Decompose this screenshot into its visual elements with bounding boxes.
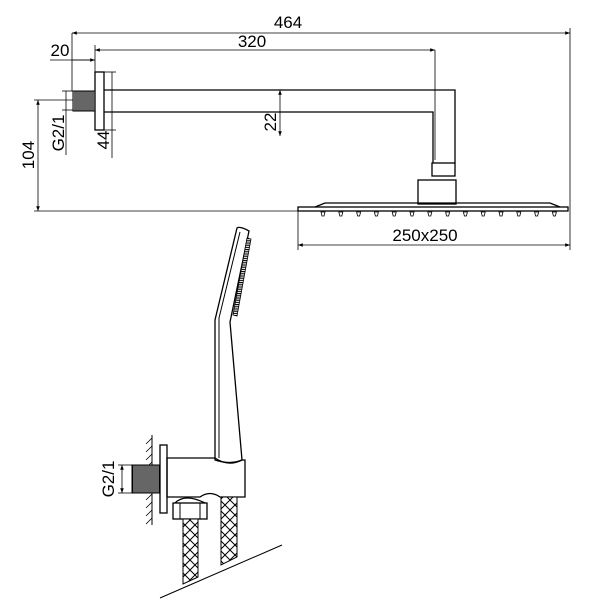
hatch-line bbox=[145, 509, 153, 517]
dim-arm-height-label: 22 bbox=[261, 113, 280, 132]
dim-total-label: 464 bbox=[274, 13, 302, 32]
hatch-line bbox=[145, 493, 153, 501]
wall-thread bbox=[72, 90, 96, 112]
hand-shower-edge bbox=[218, 231, 241, 458]
nozzle bbox=[498, 211, 504, 217]
nozzle bbox=[427, 211, 433, 217]
shower-arm-assembly bbox=[72, 71, 569, 217]
bottom-thread bbox=[131, 464, 161, 494]
nozzle bbox=[356, 211, 362, 217]
dim-drop-label: 104 bbox=[19, 141, 38, 169]
hatch-line bbox=[145, 501, 153, 509]
nozzle bbox=[338, 211, 344, 217]
nozzle bbox=[445, 211, 451, 217]
dimension-lines: 464 320 20 G2/1 44 22 104 250x250 bbox=[19, 13, 571, 250]
head-mount-block bbox=[417, 179, 457, 205]
head-plate bbox=[297, 206, 569, 212]
hose-nut bbox=[172, 502, 208, 520]
nozzle bbox=[409, 211, 415, 217]
head-top bbox=[314, 202, 561, 208]
hand-shower-nozzles bbox=[232, 237, 252, 317]
nozzle bbox=[480, 211, 486, 217]
floor-line bbox=[159, 544, 283, 599]
hose-left bbox=[182, 518, 199, 585]
hand-shower-assembly: G2/1 bbox=[99, 226, 283, 599]
dim-head-label: 250x250 bbox=[392, 226, 457, 245]
hatch-line bbox=[145, 445, 153, 453]
nozzle bbox=[516, 211, 522, 217]
head-nozzles bbox=[320, 211, 557, 217]
nozzle bbox=[551, 211, 557, 217]
dim-offset-label: 20 bbox=[51, 41, 70, 60]
nozzle bbox=[534, 211, 540, 217]
hatch-line bbox=[145, 437, 153, 445]
hose-right bbox=[220, 496, 238, 566]
nozzle bbox=[391, 211, 397, 217]
dim-arm-label: 320 bbox=[238, 32, 266, 51]
nozzle bbox=[462, 211, 468, 217]
hatch-line bbox=[145, 517, 153, 525]
nozzle bbox=[320, 211, 326, 217]
dim-flange-label: 44 bbox=[94, 131, 113, 150]
hatch-line bbox=[145, 453, 153, 461]
nut-cap bbox=[174, 497, 206, 504]
arm-connector bbox=[431, 162, 456, 177]
dim-thread-top-label: G2/1 bbox=[49, 115, 68, 152]
nozzle bbox=[373, 211, 379, 217]
bottom-flange bbox=[159, 444, 168, 514]
holder-body bbox=[166, 457, 246, 498]
arm-pipe bbox=[104, 89, 456, 163]
wall-flange bbox=[94, 71, 105, 131]
dim-thread-bottom-label: G2/1 bbox=[99, 461, 118, 498]
